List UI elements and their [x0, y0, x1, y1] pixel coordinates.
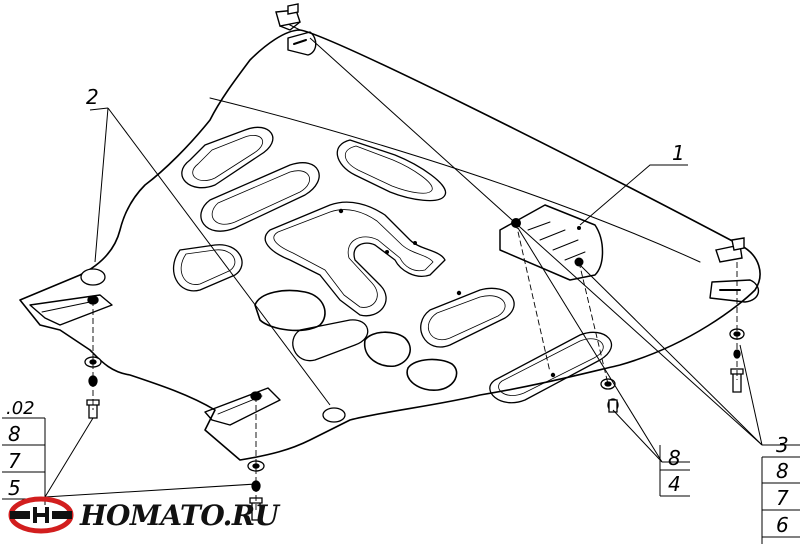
callout-center-8: 8	[668, 446, 681, 470]
tab-rear-left	[204, 387, 281, 426]
tab-right	[709, 279, 760, 303]
callout-part-1: 1	[672, 141, 685, 165]
callout-left-8: 8	[8, 422, 21, 446]
callout-right-6: 6	[776, 513, 789, 537]
right-bracket-nut	[715, 237, 745, 263]
callout-center-4: 4	[668, 472, 681, 496]
logo-emblem-icon	[8, 496, 74, 534]
homato-logo: HOMATO.RU	[8, 493, 279, 537]
tab-top	[287, 31, 317, 56]
callout-left-5: 5	[8, 476, 21, 500]
inspection-hatch	[499, 204, 604, 281]
logo-text: HOMATO.RU	[80, 498, 279, 532]
callout-right-3: 3	[776, 433, 789, 457]
rubber-plugs	[80, 268, 346, 423]
leader-lines	[44, 37, 800, 498]
callout-part-2: 2	[86, 85, 99, 109]
callout-right-8: 8	[776, 459, 789, 483]
tab-front-left	[29, 294, 113, 326]
callout-left-02: .02	[6, 398, 35, 419]
stamped-ribs	[172, 126, 613, 404]
top-bracket-nut	[275, 3, 301, 31]
callout-left-7: 7	[8, 449, 21, 473]
skid-plate-outline	[19, 29, 761, 461]
callout-right-7: 7	[776, 486, 789, 510]
access-cutouts	[254, 289, 458, 391]
